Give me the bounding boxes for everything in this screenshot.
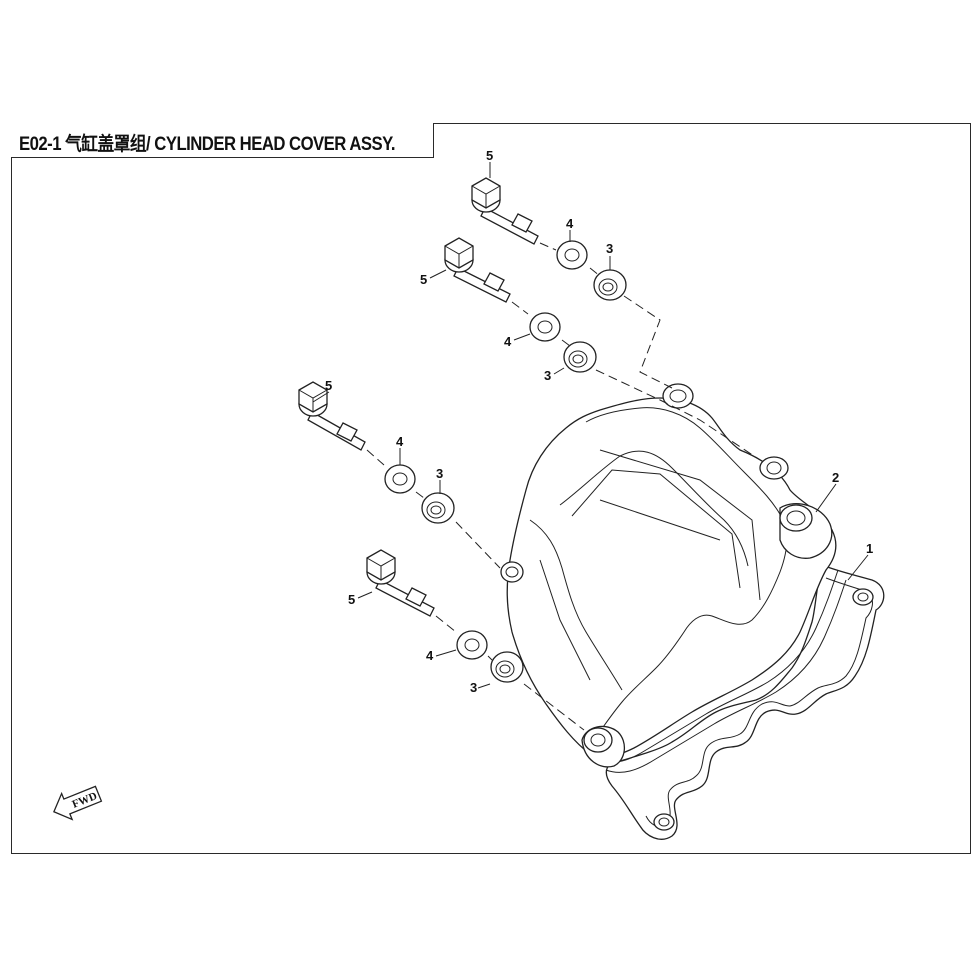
callout-5-top: 5 xyxy=(486,148,493,163)
callout-5-third: 5 xyxy=(325,378,332,393)
boss-right-upper xyxy=(759,456,789,480)
callout-3-third: 3 xyxy=(436,466,443,481)
callout-1-gasket: 1 xyxy=(866,541,873,556)
bolt-d xyxy=(366,549,435,617)
washer-d xyxy=(456,630,488,660)
page-title: E02-1 气缸盖罩组/ CYLINDER HEAD COVER ASSY. xyxy=(19,134,396,155)
bolt-b xyxy=(444,237,511,303)
diagram-frame xyxy=(11,123,971,854)
cylinder-head-cover xyxy=(500,383,847,773)
gasket xyxy=(605,564,885,840)
seal-a xyxy=(593,269,627,301)
boss-top xyxy=(662,383,694,409)
callout-4-bottom: 4 xyxy=(426,648,434,663)
callout-3-second: 3 xyxy=(544,368,551,383)
bolt-a xyxy=(471,177,539,245)
callout-4-top: 4 xyxy=(566,216,574,231)
callout-5-bottom: 5 xyxy=(348,592,355,607)
fwd-arrow-icon: FWD xyxy=(53,785,103,821)
callout-4-third: 4 xyxy=(396,434,404,449)
seal-c xyxy=(421,492,455,524)
callout-4-second: 4 xyxy=(504,334,512,349)
callout-2-gasket-ring: 2 xyxy=(832,470,839,485)
callout-5-second: 5 xyxy=(420,272,427,287)
washer-a xyxy=(556,240,588,270)
washer-b xyxy=(529,312,561,342)
title-box: E02-1 气缸盖罩组/ CYLINDER HEAD COVER ASSY. xyxy=(11,123,434,158)
boss-bottom xyxy=(581,725,625,768)
boss-right xyxy=(779,503,833,559)
seal-b xyxy=(563,341,597,373)
callout-3-bottom: 3 xyxy=(470,680,477,695)
washer-c xyxy=(384,464,416,494)
callout-3-top: 3 xyxy=(606,241,613,256)
boss-left xyxy=(500,561,524,583)
seal-d xyxy=(490,651,524,683)
